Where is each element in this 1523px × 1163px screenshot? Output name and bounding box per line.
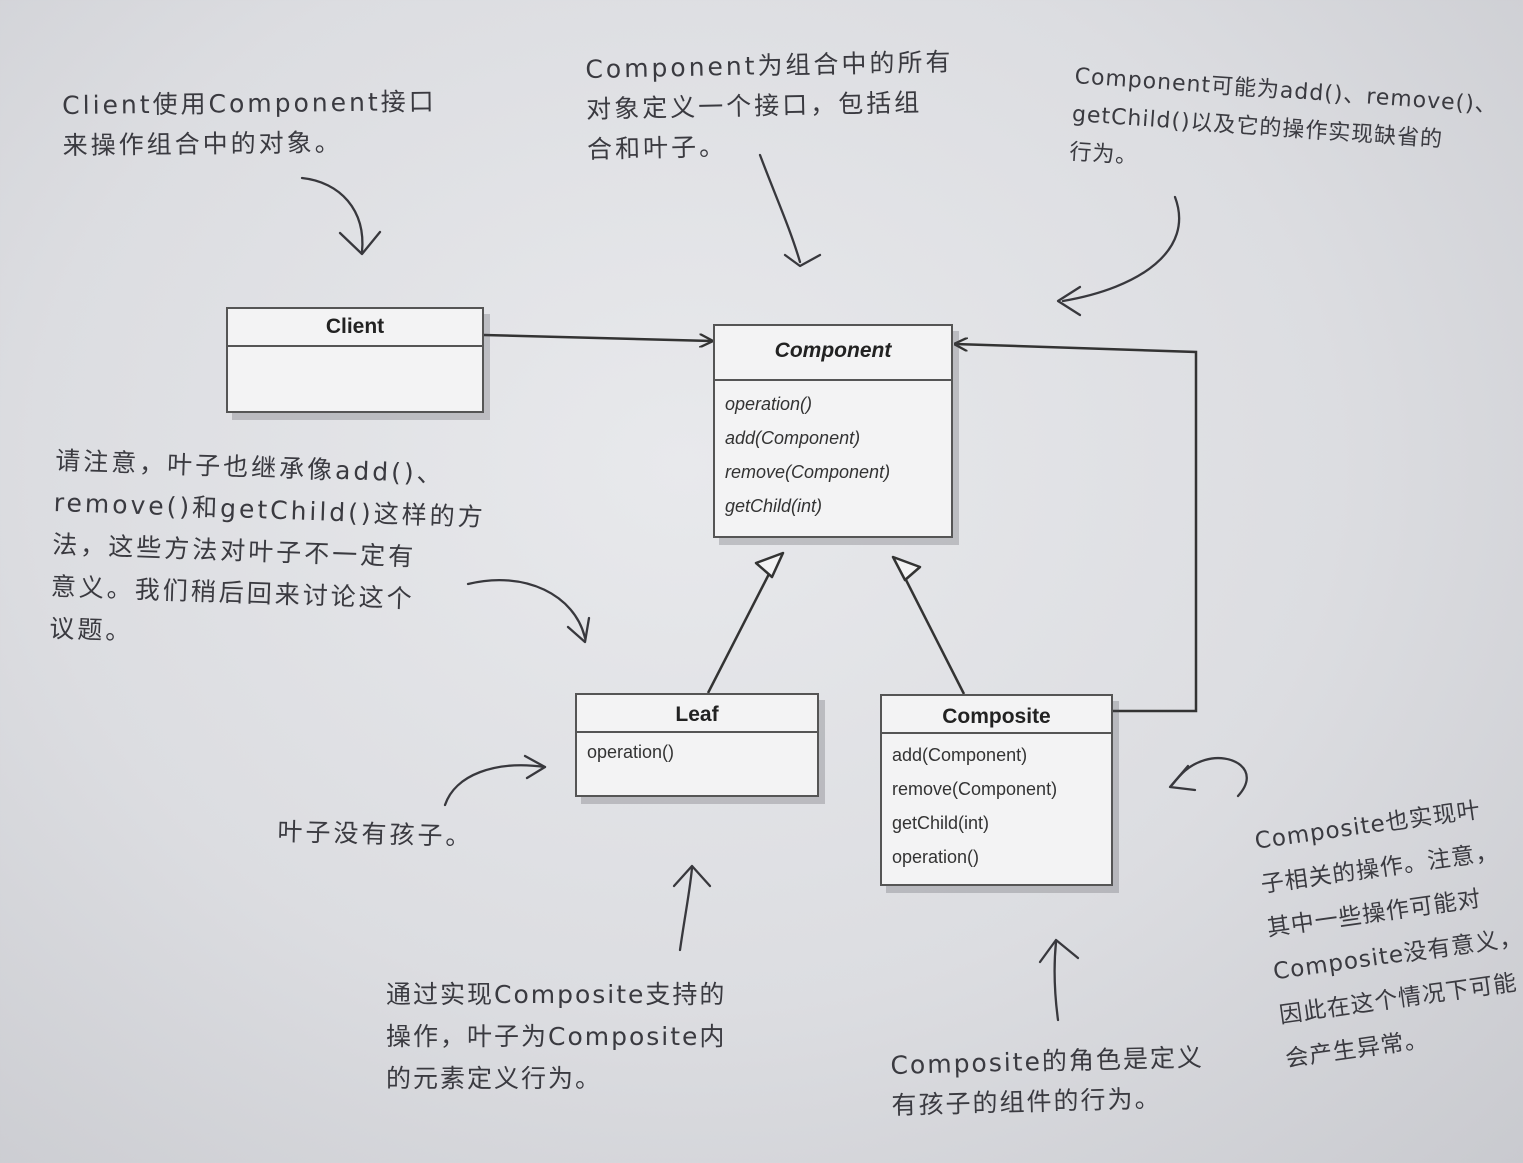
client-class-box: Client bbox=[226, 307, 484, 413]
composite-class-box: Composite add(Component) remove(Componen… bbox=[880, 694, 1113, 886]
inherit-note-arrow bbox=[466, 579, 591, 644]
leaf-behavior-note: 通过实现Composite支持的 操作，叶子为Composite内 的元素定义行… bbox=[386, 974, 726, 1100]
composite-ops-note: Composite也实现叶 子相关的操作。注意， 其中一些操作可能对 Compo… bbox=[1252, 785, 1523, 1081]
note-line: Client使用Component接口 bbox=[62, 87, 437, 120]
component-operations: operation() add(Component) remove(Compon… bbox=[715, 381, 951, 523]
leaf-operations: operation() bbox=[577, 733, 817, 769]
leaf-children-note-arrow bbox=[443, 754, 547, 807]
note-line: 叶子没有孩子。 bbox=[277, 816, 474, 852]
leaf-inherit-note: 请注意，叶子也继承像add()、 remove()和getChild()这样的方… bbox=[49, 440, 488, 665]
note-line: 的元素定义行为。 bbox=[386, 1064, 603, 1093]
composite-operation: add(Component) bbox=[892, 745, 1028, 765]
composite-generalization-triangle bbox=[891, 555, 922, 582]
component-operation: getChild(int) bbox=[725, 496, 823, 516]
component-note-arrow bbox=[758, 153, 822, 268]
component-operation: remove(Component) bbox=[725, 462, 891, 482]
leaf-operation: operation() bbox=[587, 742, 675, 762]
composite-class-name: Composite bbox=[882, 696, 1111, 734]
composite-role-note-arrow bbox=[1038, 938, 1080, 1022]
leaf-class-box: Leaf operation() bbox=[575, 693, 819, 797]
component-class-name: Component bbox=[715, 326, 951, 381]
composite-children-association bbox=[955, 344, 1198, 713]
leaf-generalization-line bbox=[706, 571, 772, 694]
note-line: 有孩子的组件的行为。 bbox=[891, 1083, 1162, 1120]
component-operation: add(Component) bbox=[725, 428, 861, 448]
note-line: 来操作组合中的对象。 bbox=[62, 128, 343, 160]
component-note: Component为组合中的所有 对象定义一个接口，包括组 合和叶子。 bbox=[585, 42, 956, 170]
leaf-generalization-triangle bbox=[754, 551, 785, 579]
client-component-association bbox=[483, 335, 712, 341]
leaf-behavior-note-arrow bbox=[672, 864, 712, 952]
composite-operation: operation() bbox=[892, 847, 980, 867]
note-line: 操作，叶子为Composite内 bbox=[386, 1022, 727, 1051]
composite-operation: remove(Component) bbox=[892, 779, 1058, 799]
composite-operations: add(Component) remove(Component) getChil… bbox=[882, 734, 1111, 874]
note-line: 对象定义一个接口，包括组 bbox=[585, 87, 923, 124]
client-note-arrow bbox=[300, 176, 382, 256]
client-note: Client使用Component接口 来操作组合中的对象。 bbox=[62, 82, 437, 166]
client-operations bbox=[228, 347, 482, 355]
leaf-children-note: 叶子没有孩子。 bbox=[277, 812, 474, 857]
client-class-name: Client bbox=[228, 309, 482, 347]
default-behavior-note-arrow bbox=[1056, 195, 1181, 317]
component-operation: operation() bbox=[725, 394, 813, 414]
composite-generalization-line bbox=[902, 575, 966, 695]
note-line: 通过实现Composite支持的 bbox=[386, 980, 727, 1009]
leaf-class-name: Leaf bbox=[577, 695, 817, 733]
composite-ops-note-arrow bbox=[1168, 757, 1248, 798]
note-line: 合和叶子。 bbox=[586, 132, 728, 164]
composite-operation: getChild(int) bbox=[892, 813, 990, 833]
component-class-box: Component operation() add(Component) rem… bbox=[713, 324, 953, 538]
composite-role-note: Composite的角色是定义 有孩子的组件的行为。 bbox=[890, 1038, 1205, 1126]
